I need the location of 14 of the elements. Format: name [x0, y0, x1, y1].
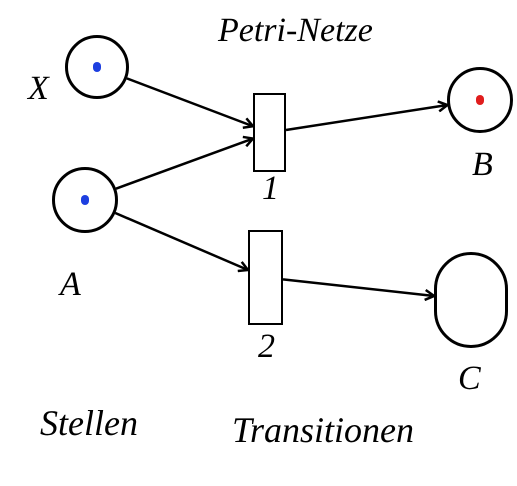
diagram-title: Petri-Netze: [218, 14, 373, 48]
arrow: [114, 212, 250, 272]
node-label: B: [472, 148, 493, 182]
node-label: 2: [258, 330, 275, 364]
node-label: C: [458, 362, 481, 396]
transition-bar: [253, 93, 286, 172]
transition-bar: [248, 230, 283, 325]
node-label: X: [28, 72, 49, 106]
text-label: Transitionen: [232, 412, 414, 448]
arrow: [286, 100, 449, 132]
text-label: Stellen: [40, 405, 138, 441]
node-label: A: [60, 268, 81, 302]
arrow: [282, 278, 436, 302]
node-label: 1: [262, 172, 279, 206]
